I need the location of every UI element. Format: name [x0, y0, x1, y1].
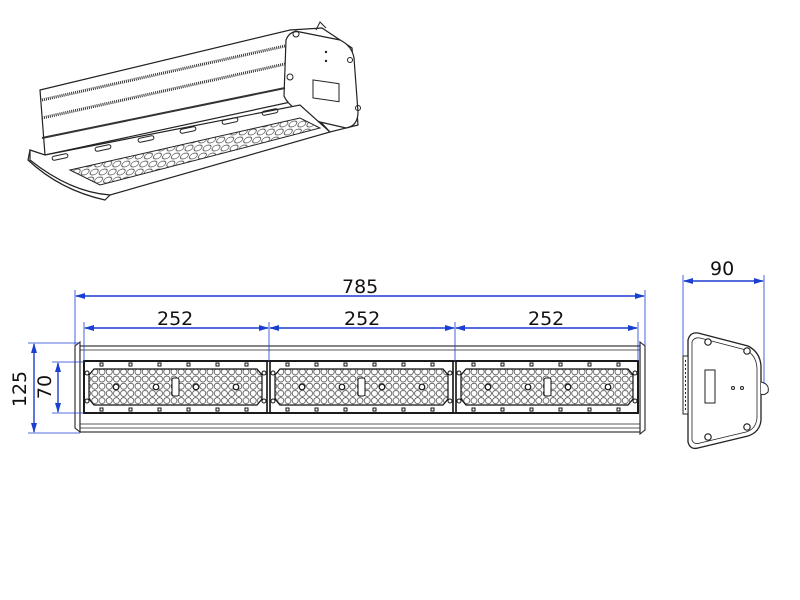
led-module-2: [269, 360, 454, 414]
side-view: [682, 332, 769, 450]
right-end-cap: [639, 340, 646, 436]
dim-label-module-height: 70: [34, 374, 56, 400]
dim-label-side-width: 90: [710, 258, 735, 280]
dim-label-module-2: 252: [344, 308, 381, 330]
side-label-plate: [704, 369, 716, 404]
front-view: [74, 340, 646, 436]
dim-label-overall-length: 785: [342, 276, 379, 298]
side-housing: [687, 332, 762, 450]
dim-label-module-3: 252: [528, 308, 565, 330]
led-module-3: [455, 360, 639, 414]
dimensions: [28, 275, 765, 434]
dim-label-module-1: 252: [157, 308, 194, 330]
dim-label-overall-height: 125: [9, 370, 31, 408]
left-end-cap: [74, 340, 81, 434]
led-array-iso: [68, 117, 322, 186]
isometric-view: [27, 21, 361, 201]
led-module-1: [83, 360, 268, 414]
label-plate: [312, 79, 340, 103]
